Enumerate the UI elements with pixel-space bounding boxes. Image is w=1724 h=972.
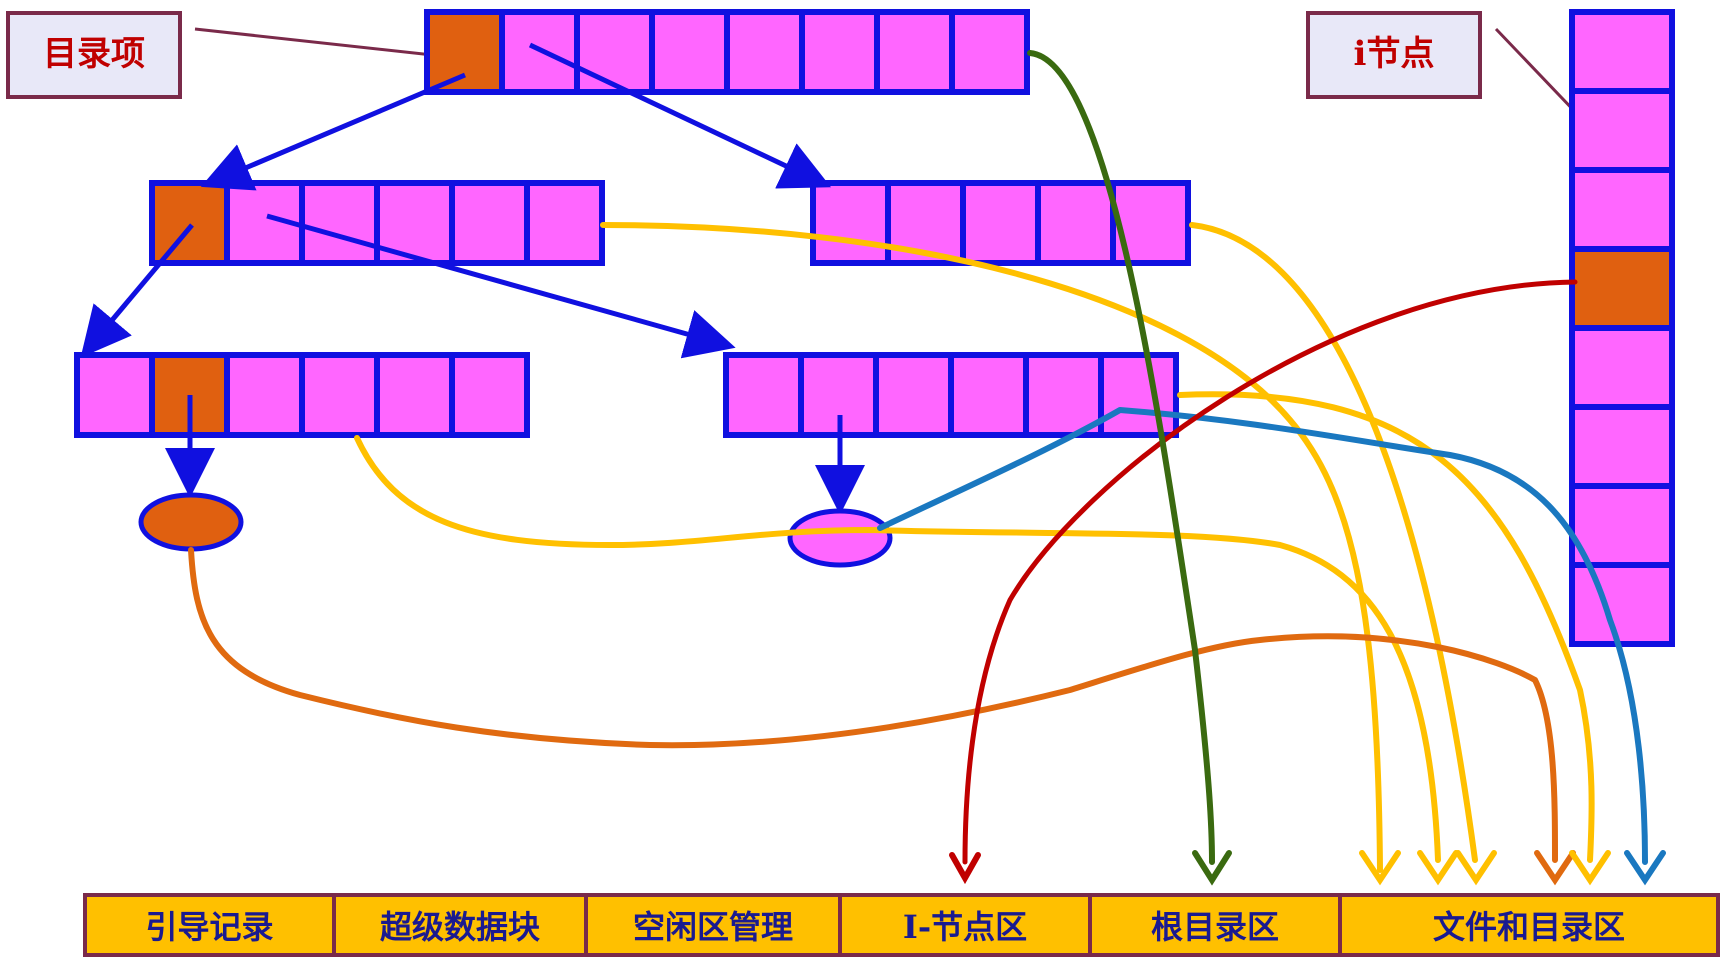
inode-cell [1569, 167, 1675, 252]
yellow-link-dir-a [600, 222, 1383, 873]
dir-entry-cell [874, 9, 955, 95]
dir-entry-cell [299, 180, 380, 266]
pointer-arrows [80, 42, 865, 515]
disk-layout-bar: 引导记录 超级数据块 空闲区管理 I-节点区 根目录区 文件和目录区 [83, 893, 1720, 957]
dir-table-b [810, 180, 1191, 266]
dir-entry-cell [873, 352, 954, 438]
inode-cell [1569, 9, 1675, 94]
pointer-arrow-dir-a-to-dir-c [80, 223, 194, 358]
dir-entry-cell [374, 352, 455, 438]
yellow-link-dir-b [1189, 222, 1478, 863]
red-arrowhead [949, 852, 981, 885]
disk-region-label: 超级数据块 [380, 908, 540, 946]
green-arrowhead [1192, 850, 1232, 886]
yellow-link-file-2 [354, 435, 1441, 863]
inode-cell [1569, 562, 1675, 647]
dir-entry-cell [1035, 180, 1116, 266]
green-link-root [1027, 50, 1215, 865]
mapping-curves [188, 50, 1648, 873]
yellow-arrowhead-1 [1359, 850, 1401, 886]
dir-table-c [74, 352, 530, 438]
dir-table-d [723, 352, 1179, 438]
mapping-arrowheads [949, 850, 1666, 886]
yellow-link-dir-d [1177, 391, 1595, 863]
pointer-arrow-dir-a-to-dir-d [266, 213, 736, 359]
disk-region: 空闲区管理 [584, 893, 842, 957]
red-link-inode [962, 279, 1578, 865]
disk-region: 超级数据块 [332, 893, 588, 957]
dir-entry-cell-highlighted [424, 9, 505, 95]
inode-cell [1569, 483, 1675, 568]
callout-dir-entry-leader [194, 27, 461, 60]
disk-region-box [332, 893, 588, 957]
dir-table-a [149, 180, 605, 266]
dir-entry-cell [574, 9, 655, 95]
dir-entry-cell [1098, 352, 1179, 438]
dir-entry-cell [1023, 352, 1104, 438]
yellow-arrowhead-3 [1455, 850, 1497, 886]
file-node-2 [787, 508, 893, 568]
callout-inode: i节点 [1306, 11, 1482, 99]
disk-region-label: 文件和目录区 [1433, 908, 1625, 946]
pointer-arrow-root-to-dir-a [200, 72, 466, 191]
disk-region-label: 空闲区管理 [633, 908, 793, 946]
orange-arrowhead [1534, 850, 1576, 886]
dir-entry-cell [1110, 180, 1191, 266]
disk-region: 文件和目录区 [1338, 893, 1720, 957]
dir-table-root [424, 9, 1030, 95]
disk-region: I-节点区 [838, 893, 1092, 957]
dir-entry-cell [224, 352, 305, 438]
callout-dir-entry: 目录项 [6, 11, 182, 99]
dir-entry-cell [449, 352, 530, 438]
inode-cell [1569, 325, 1675, 410]
inode-table [1569, 9, 1675, 647]
inode-cell [1569, 404, 1675, 489]
disk-region-box [1338, 893, 1720, 957]
disk-region: 引导记录 [83, 893, 336, 957]
dir-entry-cell-highlighted [149, 180, 230, 266]
dir-entry-cell [948, 352, 1029, 438]
dir-entry-cell [449, 180, 530, 266]
dir-entry-cell [810, 180, 891, 266]
disk-region-label: 根目录区 [1151, 908, 1279, 946]
pointer-arrow-root-to-dir-b [528, 42, 832, 189]
inode-cell [1569, 88, 1675, 173]
inode-cell-highlighted [1569, 246, 1675, 331]
dir-entry-cell [949, 9, 1030, 95]
disk-region: 根目录区 [1088, 893, 1342, 957]
disk-region-box [1088, 893, 1342, 957]
file-node-1 [138, 492, 244, 552]
disk-region-label: 引导记录 [145, 908, 273, 946]
dir-entry-cell [524, 180, 605, 266]
blue-arrowhead [1624, 850, 1666, 886]
callout-inode-label: i节点 [1354, 34, 1435, 74]
dir-entry-cell [74, 352, 155, 438]
yellow-arrowhead-4 [1569, 850, 1611, 886]
orange-link-file-1 [188, 547, 1558, 863]
dir-entry-cell [649, 9, 730, 95]
dir-entry-cell [299, 352, 380, 438]
disk-region-label: I-节点区 [903, 908, 1027, 946]
disk-region-box [83, 893, 336, 957]
dir-entry-cell [960, 180, 1041, 266]
dir-entry-cell [724, 9, 805, 95]
blue-link-file-2 [877, 407, 1648, 865]
callout-dir-entry-label: 目录项 [43, 34, 145, 74]
dir-entry-cell [723, 352, 804, 438]
dir-entry-cell [799, 9, 880, 95]
yellow-arrowhead-2 [1417, 850, 1459, 886]
